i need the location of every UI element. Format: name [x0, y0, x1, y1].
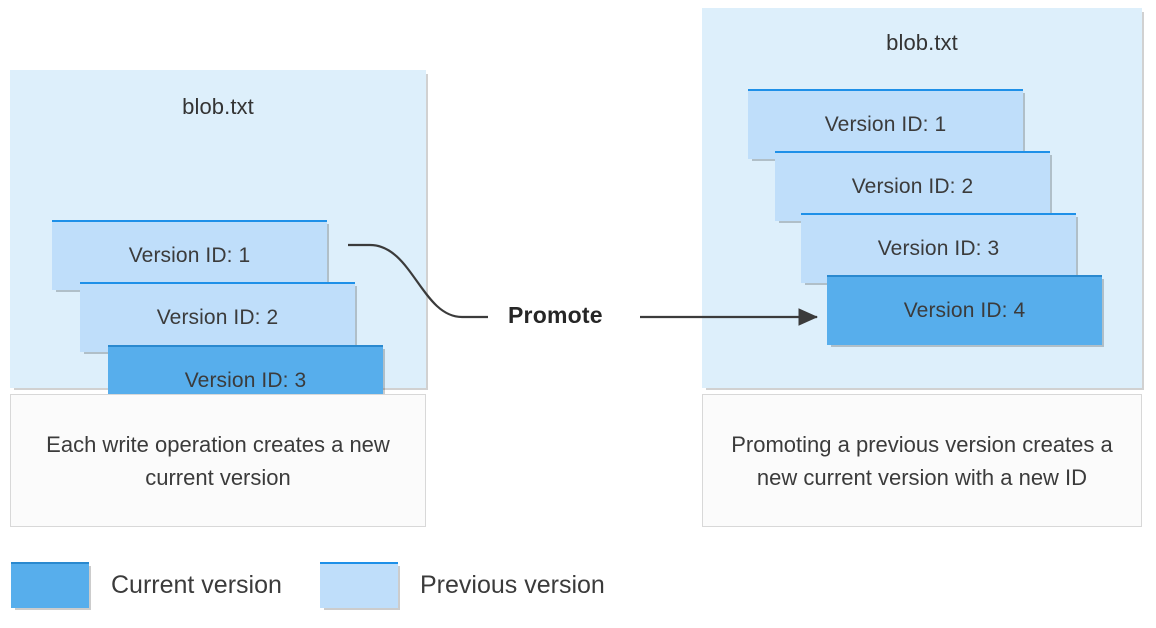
- legend-label-current: Current version: [111, 571, 282, 599]
- version-card-right-3[interactable]: Version ID: 3: [801, 213, 1076, 283]
- legend-swatch-current-icon: [11, 562, 89, 608]
- caption-right: Promoting a previous version creates a n…: [702, 394, 1142, 527]
- blob-title-left: blob.txt: [182, 94, 254, 119]
- version-card-left-2[interactable]: Version ID: 2: [80, 282, 355, 352]
- caption-left: Each write operation creates a new curre…: [10, 394, 426, 527]
- legend-label-previous: Previous version: [420, 571, 605, 599]
- legend: Current version Previous version: [0, 555, 1156, 617]
- version-card-left-1[interactable]: Version ID: 1: [52, 220, 327, 290]
- blob-panel-left: blob.txt Version ID: 1 Version ID: 2 Ver…: [10, 70, 426, 415]
- version-card-right-4[interactable]: Version ID: 4: [827, 275, 1102, 345]
- legend-item-current-version: Current version: [11, 562, 282, 608]
- version-card-right-2[interactable]: Version ID: 2: [775, 151, 1050, 221]
- blob-title-right: blob.txt: [886, 30, 958, 55]
- blob-panel-right: blob.txt Version ID: 1 Version ID: 2 Ver…: [702, 8, 1142, 388]
- version-card-right-1[interactable]: Version ID: 1: [748, 89, 1023, 159]
- promote-label: Promote: [508, 302, 603, 328]
- legend-item-previous-version: Previous version: [320, 562, 605, 608]
- legend-swatch-previous-icon: [320, 562, 398, 608]
